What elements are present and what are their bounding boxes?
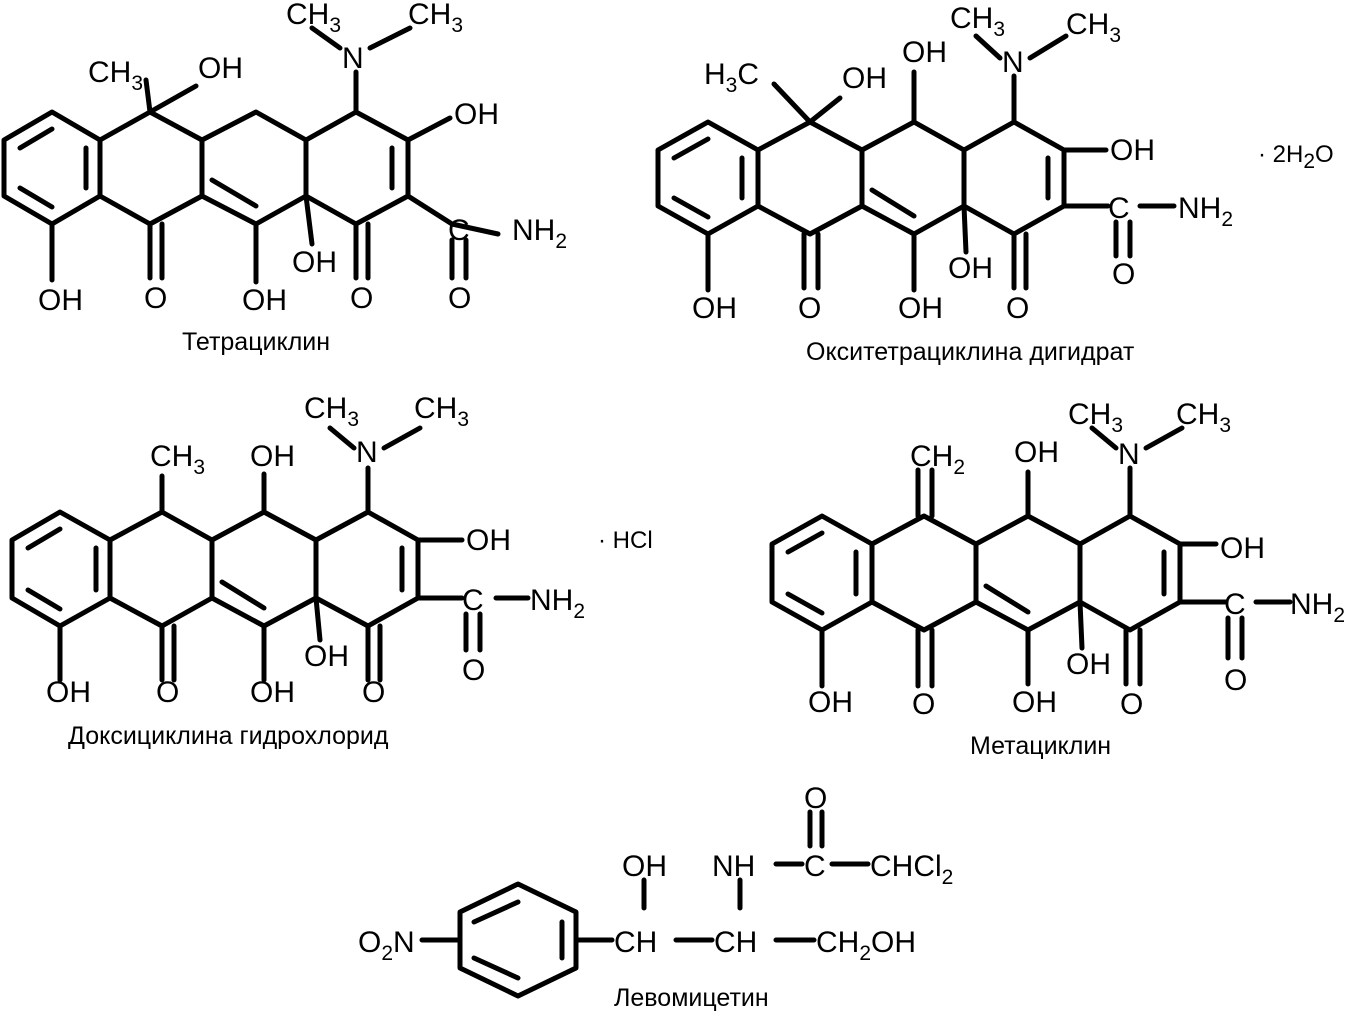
hydroxyl-label: OH <box>842 62 887 95</box>
hydroxyl-label: OH <box>898 292 943 325</box>
oxygen-label: O <box>1120 688 1143 721</box>
hydroxyl-label: OH <box>250 440 295 473</box>
amide-nh-label: NH <box>712 850 755 883</box>
hydroxymethyl-label: CH2OH <box>816 926 916 965</box>
salt-label: · HCl <box>598 527 653 554</box>
carbon-label: C <box>1108 192 1130 225</box>
amine-label: NH2 <box>1290 588 1345 627</box>
oxygen-label: O <box>1224 664 1247 697</box>
amine-label: NH2 <box>512 214 567 253</box>
ch3-label: CH3 <box>1176 398 1231 437</box>
hydroxyl-label: OH <box>292 246 337 279</box>
carbon-label: C <box>804 850 826 883</box>
hydroxyl-label: OH <box>250 676 295 709</box>
oxygen-label: O <box>804 782 827 815</box>
oxygen-label: O <box>350 282 373 315</box>
ch3-label: CH3 <box>950 2 1005 41</box>
hydroxyl-label: OH <box>692 292 737 325</box>
nitro-label: O2N <box>358 926 415 965</box>
nitrogen-label: N <box>1002 46 1024 79</box>
oxygen-label: O <box>1006 292 1029 325</box>
levomycetin-structure: O2N OH CH CH CH2OH NH C O CHCl2 Левомице… <box>358 782 953 1012</box>
ch2-label: CH2 <box>910 440 965 479</box>
hydroxyl-label: OH <box>454 98 499 131</box>
compound-name: Левомицетин <box>614 984 769 1012</box>
carbon-label: C <box>1224 588 1246 621</box>
tetracycline-structure: CH3 OH CH3 CH3 N OH C NH2 O OH O OH O OH… <box>1 0 567 356</box>
oxygen-label: O <box>912 688 935 721</box>
methacycline-structure: CH2 OH CH3 CH3 N OH C NH2 O OH O OH O OH… <box>769 398 1345 760</box>
ch3-label: CH3 <box>408 0 463 37</box>
nitrogen-label: N <box>356 436 378 469</box>
oxygen-label: O <box>1112 258 1135 291</box>
oxygen-label: O <box>798 292 821 325</box>
hydroxyl-label: OH <box>622 850 667 883</box>
compound-name: Метациклин <box>970 732 1111 760</box>
methine-label: CH <box>614 926 657 959</box>
oxygen-label: O <box>144 282 167 315</box>
h3c-label: H3C <box>704 58 759 97</box>
hydroxyl-label: OH <box>1012 686 1057 719</box>
hydroxyl-label: OH <box>1014 436 1059 469</box>
ch3-label: CH3 <box>1068 398 1123 437</box>
hydroxyl-label: OH <box>46 676 91 709</box>
carbon-label: C <box>448 214 470 247</box>
hydroxyl-label: OH <box>1220 532 1265 565</box>
hydroxyl-label: OH <box>38 284 83 317</box>
ch3-label: CH3 <box>88 56 143 95</box>
ch3-label: CH3 <box>1066 8 1121 47</box>
dichloromethyl-label: CHCl2 <box>870 850 953 889</box>
hydroxyl-label: OH <box>304 640 349 673</box>
hydroxyl-label: OH <box>948 252 993 285</box>
oxygen-label: O <box>462 654 485 687</box>
oxygen-label: O <box>448 282 471 315</box>
compound-name: Тетрациклин <box>182 328 330 356</box>
ch3-label: CH3 <box>304 392 359 431</box>
hydroxyl-label: OH <box>1110 134 1155 167</box>
nitrogen-label: N <box>342 42 364 75</box>
compound-name: Доксициклина гидрохлорид <box>68 722 389 750</box>
hydroxyl-label: OH <box>808 686 853 719</box>
oxygen-label: O <box>362 676 385 709</box>
oxygen-label: O <box>156 676 179 709</box>
hydroxyl-label: OH <box>242 284 287 317</box>
hydroxyl-label: OH <box>902 36 947 69</box>
hydroxyl-label: OH <box>1066 648 1111 681</box>
ch3-label: CH3 <box>414 392 469 431</box>
ch3-label: CH3 <box>286 0 341 37</box>
carbon-label: C <box>462 584 484 617</box>
nitrogen-label: N <box>1118 438 1140 471</box>
ch3-label: CH3 <box>150 440 205 479</box>
salt-label: · 2H2O <box>1258 141 1334 173</box>
doxycycline-structure: CH3 OH CH3 CH3 N OH C NH2 O OH O OH O OH… <box>9 392 653 750</box>
amine-label: NH2 <box>1178 192 1233 231</box>
hydroxyl-label: OH <box>198 52 243 85</box>
methine-label: CH <box>714 926 757 959</box>
hydroxyl-label: OH <box>466 524 511 557</box>
compound-name: Окситетрациклина дигидрат <box>806 338 1135 366</box>
oxytetracycline-structure: H3C OH OH CH3 CH3 N OH C NH2 O OH O OH O… <box>655 2 1334 366</box>
amine-label: NH2 <box>530 584 585 623</box>
